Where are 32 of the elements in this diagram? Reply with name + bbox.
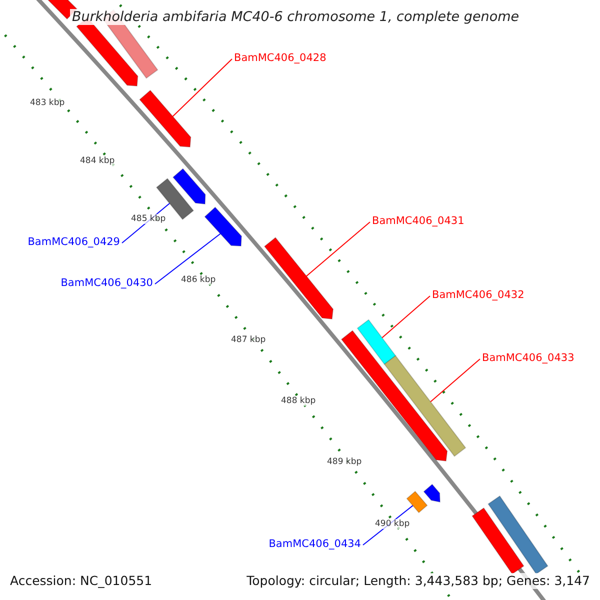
position-label: 487 kbp xyxy=(231,335,266,345)
position-label: 488 kbp xyxy=(281,396,316,406)
leader-line xyxy=(382,296,430,338)
gene-label: BamMC406_0430 xyxy=(60,277,153,290)
gene-feature xyxy=(472,507,524,575)
position-label: 486 kbp xyxy=(181,275,216,285)
leader-line xyxy=(172,58,232,117)
gene-label: BamMC406_0432 xyxy=(432,289,524,302)
gene-feature xyxy=(356,319,396,365)
position-label: 490 kbp xyxy=(375,519,410,529)
gene-label: BamMC406_0434 xyxy=(268,538,361,551)
leader-line xyxy=(430,358,480,402)
map-title: Burkholderia ambifaria MC40-6 chromosome 1, complete genome xyxy=(70,9,522,25)
gene-label: BamMC406_0429 xyxy=(28,236,120,249)
gene-label: BamMC406_0433 xyxy=(482,352,574,365)
position-label: 485 kbp xyxy=(131,214,166,224)
gene-feature xyxy=(204,206,242,247)
gene-feature xyxy=(264,236,334,320)
footer-text: Topology: circular; Length: 3,443,583 bp; Genes: 3,147 xyxy=(244,573,592,589)
leader-line xyxy=(306,222,370,277)
gene-feature xyxy=(172,168,206,205)
gene-feature xyxy=(423,484,441,503)
leader-line xyxy=(154,233,221,284)
position-label: 489 kbp xyxy=(327,457,362,467)
gene-label: BamMC406_0428 xyxy=(234,52,326,65)
position-label: 483 kbp xyxy=(30,98,65,108)
gene-feature xyxy=(384,355,466,457)
gene-label: BamMC406_0431 xyxy=(372,215,464,228)
gene-feature xyxy=(488,495,548,575)
position-label: 484 kbp xyxy=(80,156,115,166)
gene-feature xyxy=(139,90,192,148)
gene-feature xyxy=(406,490,428,514)
